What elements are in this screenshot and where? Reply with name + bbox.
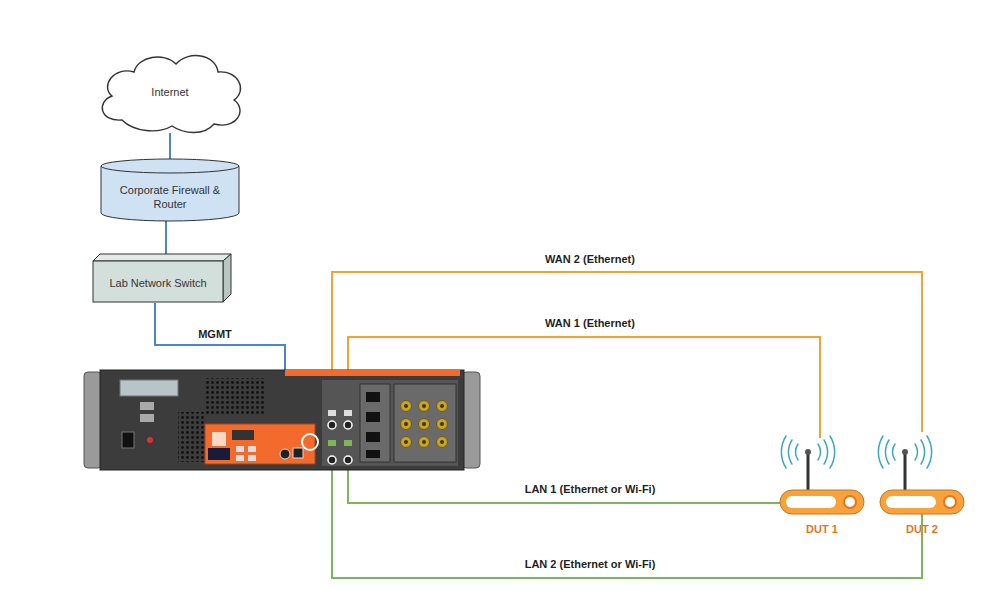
box-top xyxy=(93,254,231,261)
text-area: DUT 1 xyxy=(778,518,866,540)
dut-antennas-part xyxy=(807,452,810,492)
rack-appliance-part xyxy=(328,456,336,464)
rack-appliance-part xyxy=(147,437,153,443)
rack-appliance-part xyxy=(248,446,256,452)
rack-appliance-part xyxy=(236,446,244,452)
rack-appliance-part xyxy=(120,380,178,396)
rack-appliance-part xyxy=(100,370,464,470)
node-text: Corporate Firewall & Router xyxy=(114,183,226,211)
node-text: DUT 1 xyxy=(806,522,838,536)
rack-appliance-part xyxy=(208,448,230,460)
rack-appliance-part xyxy=(205,378,265,414)
rack-appliance-part xyxy=(344,410,352,416)
router-body xyxy=(780,490,864,514)
dut-antennas-part xyxy=(781,436,834,468)
link-label: WAN 2 (Ethernet) xyxy=(545,253,635,265)
text-area: Corporate Firewall & Router xyxy=(100,172,240,222)
rack-appliance-part xyxy=(366,450,380,458)
link-label: MGMT xyxy=(198,328,232,340)
rack-appliance-part xyxy=(140,402,154,410)
router-panel xyxy=(786,496,836,508)
rack-appliance-part xyxy=(366,392,380,402)
rack-appliance-part xyxy=(328,421,336,429)
dut-antennas-part xyxy=(788,440,827,464)
rack-appliance-part xyxy=(328,410,336,416)
rack-appliance-part xyxy=(293,448,303,458)
node-text: DUT 2 xyxy=(906,522,938,536)
lan-wires xyxy=(332,460,922,578)
rack-appliance-part xyxy=(84,372,102,468)
rack-appliance-part xyxy=(360,384,390,462)
dut-antennas-part xyxy=(885,440,924,464)
rack-appliance-part xyxy=(344,456,352,464)
dut-router: DUT 2 xyxy=(876,488,968,542)
router-panel xyxy=(886,496,936,508)
link-label: LAN 2 (Ethernet or Wi-Fi) xyxy=(525,558,656,570)
node-text: Lab Network Switch xyxy=(109,276,206,290)
box-front xyxy=(93,261,223,302)
network-link xyxy=(169,133,171,159)
node-text: Internet xyxy=(151,85,188,99)
rack-appliance-part xyxy=(398,398,452,452)
switch-box: Lab Network Switch xyxy=(92,253,232,303)
cloud-shape xyxy=(102,56,240,133)
rack-appliance-part xyxy=(344,440,352,446)
rack-appliance-part xyxy=(280,449,290,459)
rack-appliance-part xyxy=(248,455,256,461)
rack-appliance-part xyxy=(366,412,380,422)
rack-appliance-part xyxy=(366,432,380,442)
text-area: DUT 2 xyxy=(876,518,968,540)
rack-appliance-part xyxy=(178,412,206,462)
rack-appliance-part xyxy=(212,432,226,446)
rack-appliance-part xyxy=(344,421,352,429)
cylinder-body xyxy=(101,166,239,221)
rack-appliance-part xyxy=(462,372,480,468)
rack-appliance-part xyxy=(236,455,244,461)
link-label: LAN 1 (Ethernet or Wi-Fi) xyxy=(525,483,656,495)
router-body xyxy=(880,490,964,514)
dut-antennas xyxy=(781,436,931,492)
cloud-node: Internet xyxy=(92,50,248,134)
rack-appliance-part xyxy=(322,380,458,466)
dut-antennas-part xyxy=(892,444,917,460)
text-area: Internet xyxy=(92,50,248,134)
text-area: Lab Network Switch xyxy=(92,263,224,303)
dut-antennas-part xyxy=(878,436,931,468)
rack-appliance-part xyxy=(140,414,154,422)
dut-antennas-part xyxy=(795,444,820,460)
rack-appliance-part xyxy=(122,432,134,448)
box-side xyxy=(223,254,231,302)
dut-antennas-part xyxy=(805,449,811,455)
dut-router: DUT 1 xyxy=(778,488,866,542)
rack-appliance-part xyxy=(394,384,456,462)
rack-appliance-part xyxy=(302,434,318,450)
firewall-cylinder: Corporate Firewall & Router xyxy=(100,158,240,222)
lan2-wire xyxy=(332,460,922,578)
link-label: WAN 1 (Ethernet) xyxy=(545,317,635,329)
rack-appliance-part xyxy=(285,370,460,376)
router-light xyxy=(844,496,856,508)
rack-appliance-part xyxy=(328,440,336,446)
dut-antennas-part xyxy=(902,449,908,455)
cylinder-top xyxy=(101,159,239,173)
rack-appliance xyxy=(84,370,480,470)
router-light xyxy=(944,496,956,508)
network-link xyxy=(165,221,167,254)
rack-appliance-part xyxy=(232,430,254,440)
rack-appliance-part xyxy=(205,424,315,464)
dut-antennas-part xyxy=(904,452,907,492)
